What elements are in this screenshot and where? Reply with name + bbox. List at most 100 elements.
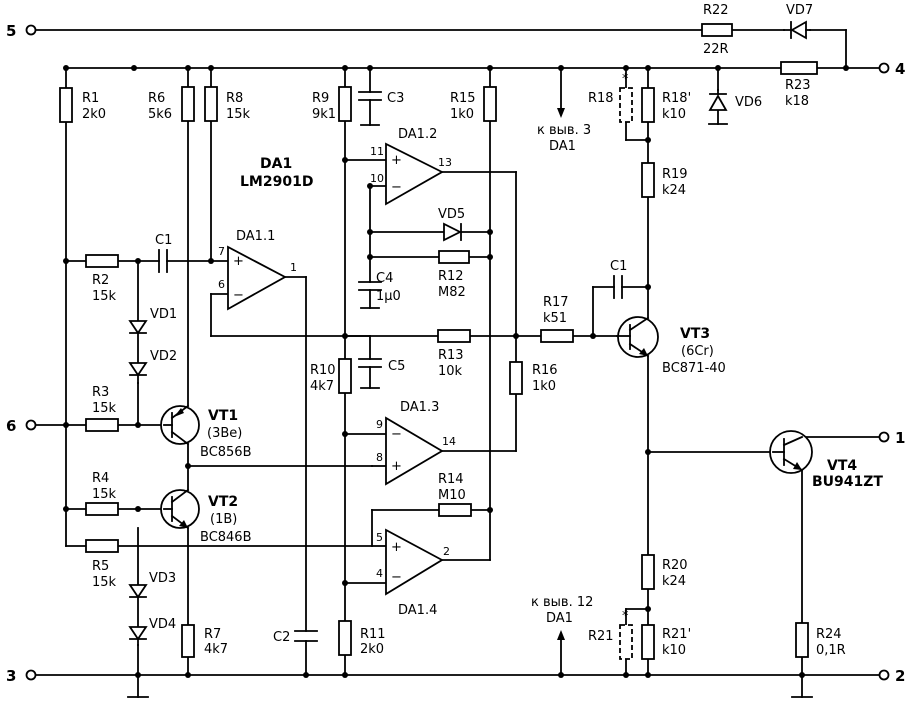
r23-value: k18 — [785, 94, 809, 109]
terminal-1[interactable]: 1 — [878, 429, 906, 447]
c4-ref: C4 — [376, 271, 393, 286]
note-pin12: к выв. 12 DA1 — [531, 595, 593, 640]
r14-value: M10 — [438, 488, 466, 503]
capacitor-c1-feedback[interactable]: C1 — [610, 259, 627, 299]
r11-ref: R11 — [360, 627, 386, 642]
resistor-r15[interactable]: R15 1k0 — [450, 86, 497, 122]
diode-vd6[interactable]: VD6 — [708, 89, 762, 111]
resistor-r4[interactable]: R4 15k — [85, 471, 119, 516]
capacitor-c3[interactable]: C3 — [358, 91, 404, 106]
resistor-r12[interactable]: R12 M82 — [438, 250, 470, 300]
diode-vd4[interactable]: VD4 — [128, 617, 176, 646]
r3-value: 15k — [92, 401, 117, 416]
junction-dots — [63, 65, 849, 678]
resistor-r13[interactable]: R13 10k — [437, 329, 471, 379]
resistor-r7[interactable]: R7 4k7 — [181, 624, 228, 658]
pin-13-label: 13 — [438, 156, 452, 169]
resistor-r3[interactable]: R3 15k — [85, 385, 119, 432]
vd5-ref: VD5 — [438, 207, 465, 222]
transistor-vt4[interactable]: VT4 BU941ZT — [769, 430, 883, 490]
transistor-vt3[interactable]: VT3 (6Cr) BC871-40 — [616, 316, 726, 376]
opamp-da1-2[interactable]: + − DA1.2 11 10 13 — [370, 127, 452, 206]
r4-ref: R4 — [92, 471, 109, 486]
opamp-da1-4[interactable]: + − DA1.4 5 4 2 — [376, 528, 450, 618]
r18-star: * — [622, 72, 629, 87]
r11-value: 2k0 — [360, 642, 384, 657]
c3-ref: C3 — [387, 91, 404, 106]
r18-ref: R18 — [588, 91, 614, 106]
capacitor-c2[interactable]: C2 — [273, 630, 318, 645]
pin-2-label: 2 — [443, 545, 450, 558]
r22-ref: R22 — [703, 3, 729, 18]
resistor-r23[interactable]: R23 k18 — [780, 61, 818, 109]
vt2-ref: VT2 — [208, 494, 238, 510]
terminal-2-label: 2 — [895, 667, 905, 685]
resistor-r18[interactable]: R18 * — [588, 72, 633, 123]
resistor-r20[interactable]: R20 k24 — [641, 554, 688, 590]
r15-value: 1k0 — [450, 107, 474, 122]
r10-ref: R10 — [310, 363, 336, 378]
vd6-ref: VD6 — [735, 95, 762, 110]
vt3-mark: (6Cr) — [681, 344, 714, 359]
diode-vd3[interactable]: VD3 — [128, 571, 176, 628]
terminal-6[interactable]: 6 — [6, 417, 37, 435]
vd1-ref: VD1 — [150, 307, 177, 322]
vt4-ref: VT4 — [827, 458, 857, 474]
r19-ref: R19 — [662, 167, 688, 182]
capacitor-c1-input[interactable]: C1 — [155, 233, 172, 273]
resistor-r21prime[interactable]: R21' k10 — [641, 624, 691, 660]
resistor-r11[interactable]: R11 2k0 — [338, 620, 386, 657]
diode-vd5[interactable]: VD5 — [438, 207, 465, 242]
terminal-2[interactable]: 2 — [878, 667, 906, 685]
capacitor-c5[interactable]: C5 — [358, 358, 405, 374]
resistor-r2[interactable]: R2 15k — [85, 254, 119, 304]
opamp-da1-1[interactable]: + − DA1.1 7 6 1 — [218, 229, 297, 311]
resistor-r6[interactable]: R6 5k6 — [148, 86, 195, 122]
opamp-da1-3[interactable]: − + DA1.3 9 8 14 — [376, 400, 456, 486]
r2-value: 15k — [92, 289, 117, 304]
terminal-5[interactable]: 5 — [6, 22, 37, 40]
diode-vd2[interactable]: VD2 — [128, 349, 177, 384]
r13-ref: R13 — [438, 348, 464, 363]
vd3-ref: VD3 — [149, 571, 176, 586]
r13-value: 10k — [438, 364, 463, 379]
transistor-vt2[interactable]: VT2 (1B) BC846B — [160, 488, 252, 545]
resistor-r8[interactable]: R8 15k — [204, 86, 251, 122]
pin-6-label: 6 — [218, 278, 225, 291]
transistor-vt1[interactable]: VT1 (3Be) BC856B — [160, 404, 252, 460]
r21-ref: R21 — [588, 629, 614, 644]
r12-ref: R12 — [438, 269, 464, 284]
note-pin3-line1: к выв. 3 — [537, 123, 591, 138]
r14-ref: R14 — [438, 472, 464, 487]
chip-label: DA1 LM2901D — [240, 156, 313, 190]
resistor-r22[interactable]: R22 22R — [701, 3, 733, 57]
resistor-r1[interactable]: R1 2k0 — [59, 87, 106, 123]
capacitor-c4[interactable]: C4 1μ0 — [358, 271, 401, 304]
diode-vd7[interactable]: VD7 — [783, 3, 813, 40]
resistor-r24[interactable]: R24 0,1R — [795, 622, 846, 658]
r18p-value: k10 — [662, 107, 686, 122]
r16-value: 1k0 — [532, 379, 556, 394]
r3-ref: R3 — [92, 385, 109, 400]
resistor-r10[interactable]: R10 4k7 — [310, 358, 352, 394]
resistor-r14[interactable]: R14 M10 — [438, 472, 472, 517]
diode-vd1[interactable]: VD1 — [128, 307, 177, 364]
resistor-r16[interactable]: R16 1k0 — [509, 361, 558, 395]
note-pin12-line2: DA1 — [546, 611, 573, 626]
da12-minus: − — [391, 180, 402, 195]
resistor-r19[interactable]: R19 k24 — [641, 162, 688, 198]
pin-7-label: 7 — [218, 245, 225, 258]
vd7-ref: VD7 — [786, 3, 813, 18]
da14-minus: − — [391, 570, 402, 585]
terminal-3[interactable]: 3 — [6, 667, 37, 685]
resistor-r18prime[interactable]: R18' k10 — [641, 87, 691, 123]
resistor-r21[interactable]: R21 * — [588, 609, 633, 660]
resistor-r17[interactable]: R17 k51 — [540, 295, 574, 343]
vt3-part: BC871-40 — [662, 361, 726, 376]
da11-plus: + — [233, 254, 244, 269]
terminal-4[interactable]: 4 — [878, 60, 906, 78]
resistor-r9[interactable]: R9 9k1 — [312, 86, 352, 122]
terminal-4-label: 4 — [895, 60, 905, 78]
r24-ref: R24 — [816, 627, 842, 642]
resistor-r5[interactable]: R5 15k — [85, 539, 119, 590]
